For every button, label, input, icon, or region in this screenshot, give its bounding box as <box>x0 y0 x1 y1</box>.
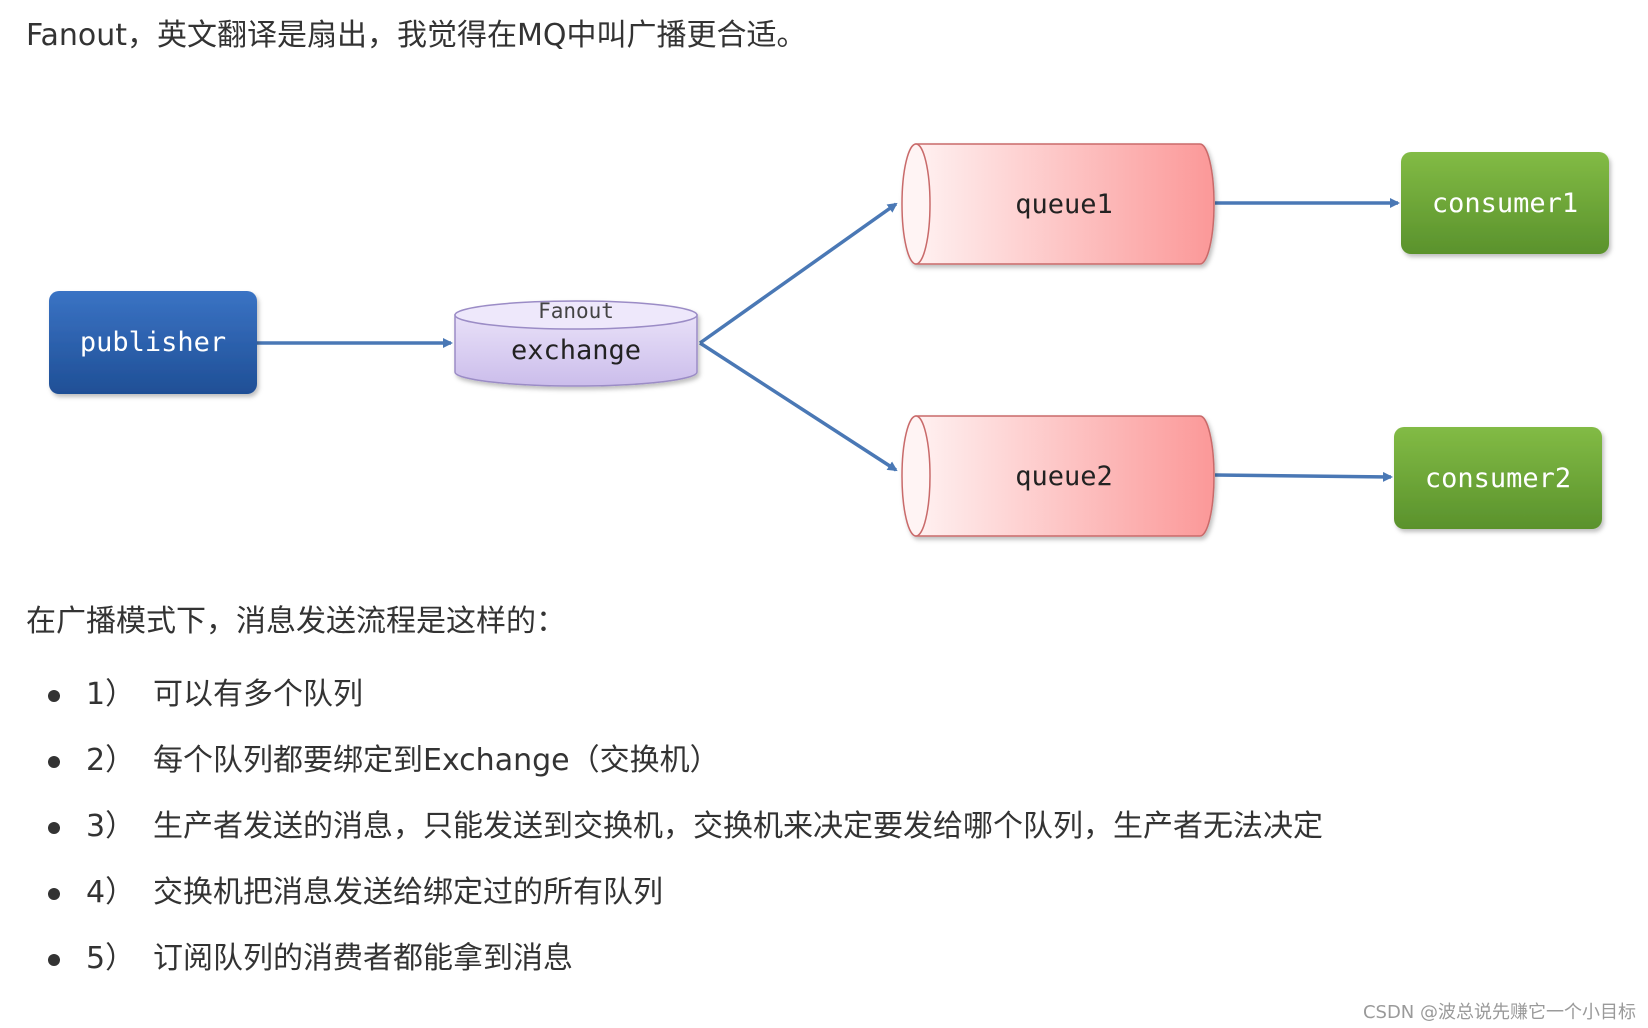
section-title: 在广播模式下，消息发送流程是这样的： <box>26 604 566 639</box>
consumer1-label: consumer1 <box>1432 188 1578 219</box>
consumer1-node <box>1401 152 1609 254</box>
step-number: 3） <box>86 809 136 844</box>
publisher-node <box>49 291 257 394</box>
consumer2-node <box>1394 427 1602 529</box>
step-text: 交换机把消息发送给绑定过的所有队列 <box>153 875 663 910</box>
consumer2-label: consumer2 <box>1425 463 1571 494</box>
step-text: 生产者发送的消息，只能发送到交换机，交换机来决定要发给哪个队列，生产者无法决定 <box>153 809 1323 844</box>
intro-text: Fanout，英文翻译是扇出，我觉得在MQ中叫广播更合适。 <box>26 18 807 53</box>
arrow-exchange-to-queue2 <box>699 341 898 472</box>
bullet-icon <box>48 954 60 966</box>
exchange-type-label: Fanout <box>538 299 614 323</box>
queue1-label: queue1 <box>1015 189 1113 220</box>
step-text: 每个队列都要绑定到Exchange（交换机） <box>153 743 720 778</box>
arrow-queue2-to-consumer2 <box>1214 471 1393 482</box>
queue2-label: queue2 <box>1015 461 1113 492</box>
step-text: 可以有多个队列 <box>153 677 363 712</box>
bullet-icon <box>48 888 60 900</box>
bullet-icon <box>48 756 60 768</box>
step-number: 5） <box>86 941 136 976</box>
step-number: 4） <box>86 875 136 910</box>
step-text: 订阅队列的消费者都能拿到消息 <box>153 941 573 976</box>
publisher-label: publisher <box>80 327 226 358</box>
queue2-node <box>901 415 1215 537</box>
step-number: 1） <box>86 677 136 712</box>
exchange-node <box>454 300 698 387</box>
exchange-label: exchange <box>511 335 641 366</box>
bullet-icon <box>48 690 60 702</box>
bullet-icon <box>48 822 60 834</box>
watermark: CSDN @波总说先赚它一个小目标 <box>1362 1002 1636 1023</box>
arrow-exchange-to-queue1 <box>698 202 898 345</box>
fanout-diagram: publisher Fanout exchange queue1 queue2 … <box>49 143 1609 537</box>
queue1-node <box>901 143 1215 265</box>
step-number: 2） <box>86 743 136 778</box>
